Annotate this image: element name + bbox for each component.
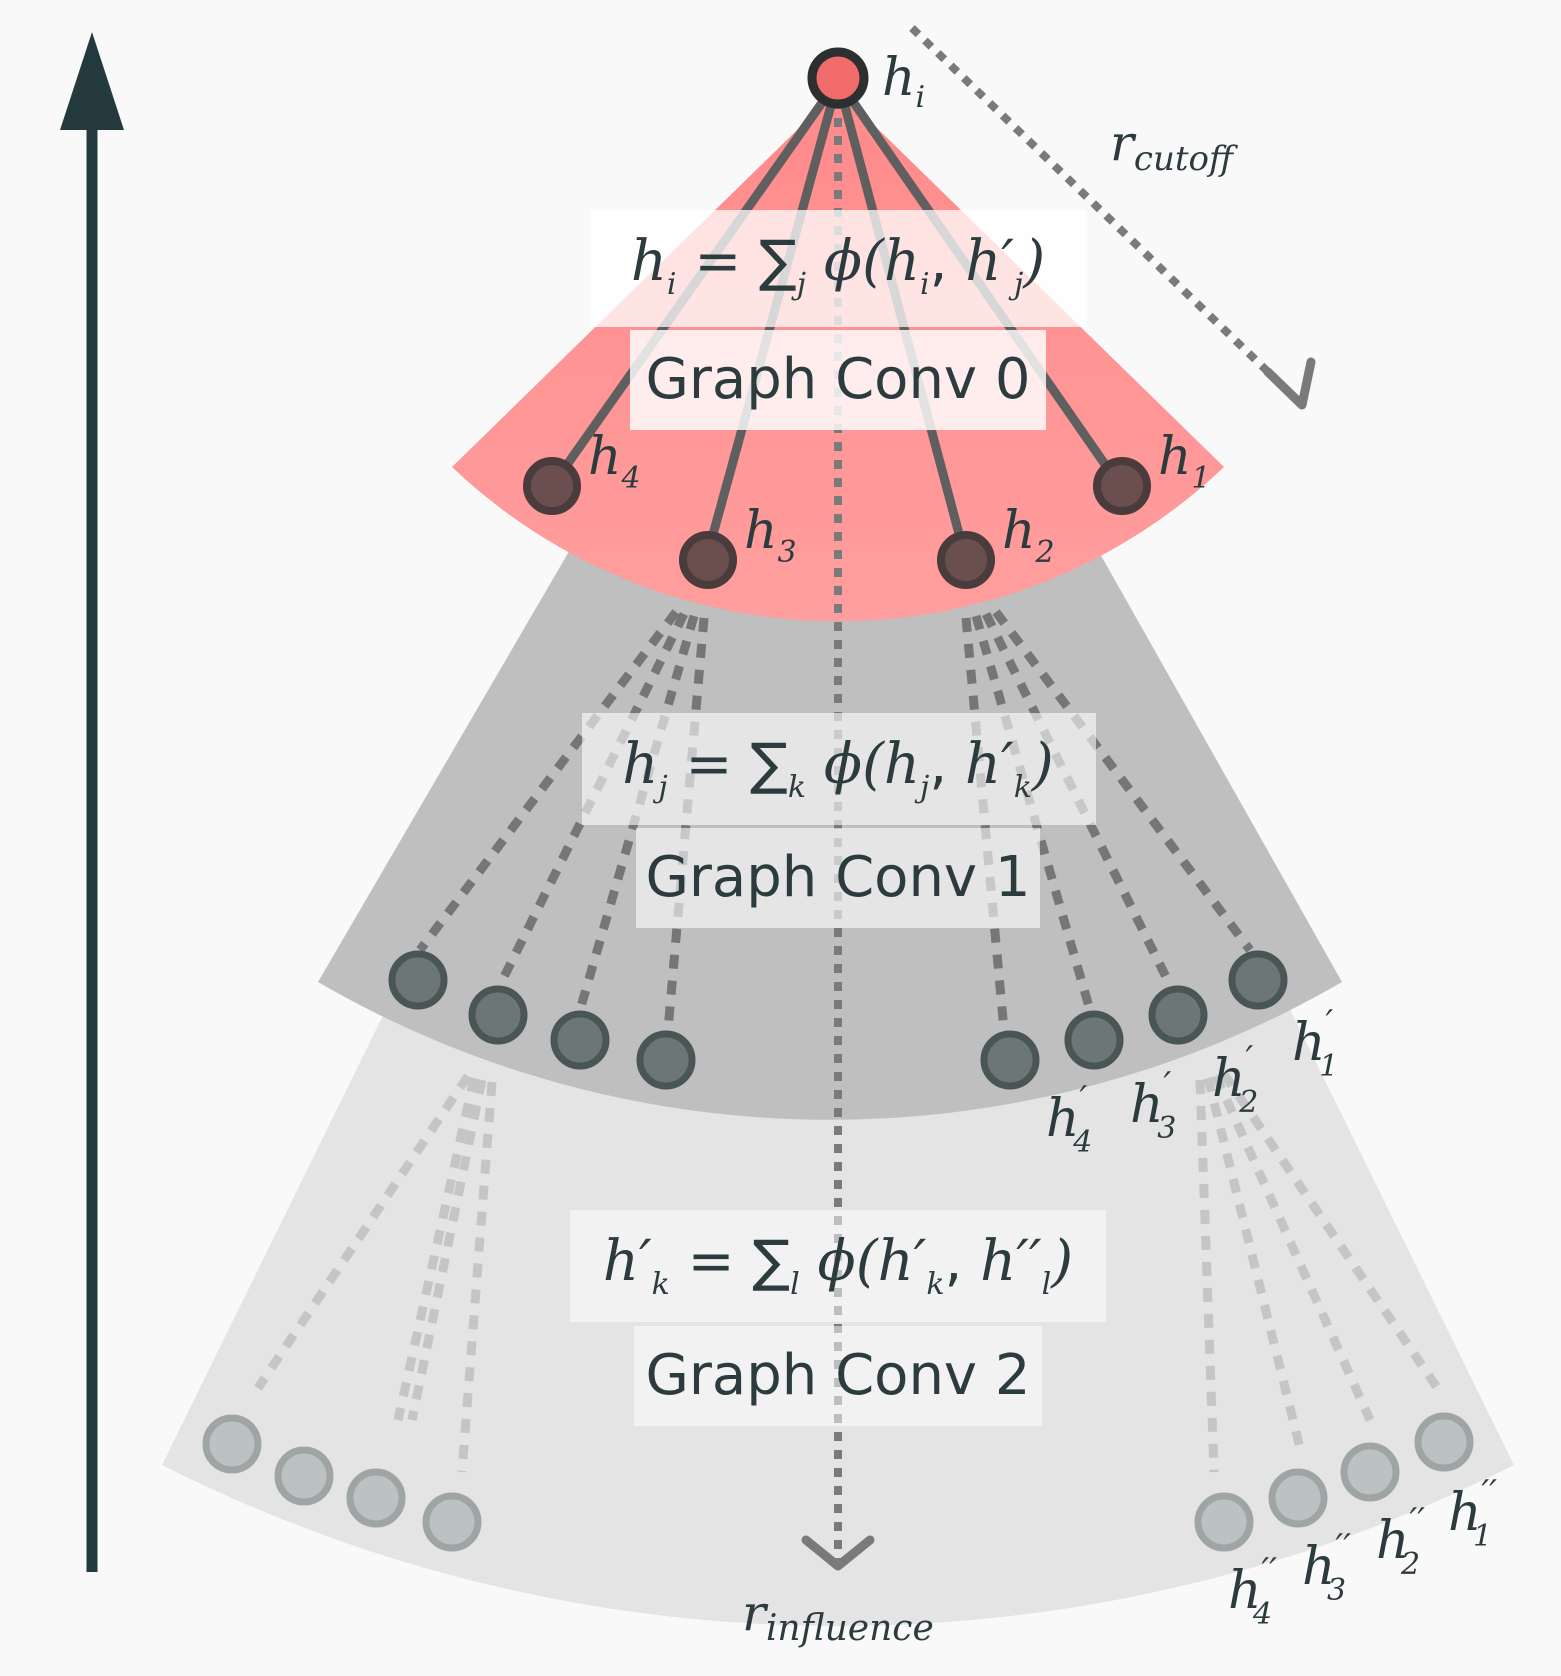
- node-h1: [1093, 457, 1151, 515]
- node-h2p-label: h′2: [1212, 1039, 1258, 1120]
- node-h3pp-label: h′′3: [1302, 1527, 1351, 1608]
- layer0-title: Graph Conv 0: [646, 347, 1031, 412]
- layer1-nodes: [388, 950, 1288, 1090]
- vertical-axis-arrow: [60, 32, 124, 1572]
- layer2-formula: h′k = ∑l ϕ(h′k, h′′l): [603, 1229, 1073, 1302]
- node-h4-label: h4: [588, 427, 641, 496]
- layer1-edges-left: [416, 609, 709, 1031]
- node-h2-label: h2: [1002, 501, 1055, 570]
- layer0-formula-box: [590, 210, 1087, 327]
- layer2-title-box: [634, 1326, 1042, 1426]
- layer1-title: Graph Conv 1: [646, 845, 1031, 910]
- cutoff-label: rcutoff: [1110, 114, 1238, 179]
- layer2-edges-left: [254, 1073, 497, 1473]
- node-h4: [523, 457, 581, 515]
- layer1-formula-box: [582, 713, 1096, 825]
- node-h4pp-label: h′′4: [1228, 1551, 1277, 1632]
- node-h1pp-label: h′′1: [1448, 1473, 1497, 1554]
- layer1-formula: hj = ∑k ϕ(hj, h′k): [622, 732, 1054, 805]
- node-h2: [937, 531, 995, 589]
- layer0-title-box: [630, 330, 1046, 430]
- node-h1-label: h1: [1158, 427, 1211, 496]
- node-h3-label: h3: [744, 501, 797, 570]
- center-node: [807, 47, 869, 109]
- node-h3: [679, 531, 737, 589]
- influence-radius-arrow: [801, 100, 875, 1571]
- layer1-edges-right: [961, 609, 1254, 1031]
- layer2-nodes: [202, 1412, 1474, 1552]
- influence-label: rinfluence: [742, 1584, 934, 1649]
- node-h3p-label: h′3: [1130, 1065, 1176, 1146]
- layer2-formula-box: [570, 1210, 1106, 1322]
- layer2-edges-right: [1195, 1071, 1444, 1473]
- layer2-title: Graph Conv 2: [646, 1343, 1031, 1408]
- node-h4p-label: h′4: [1046, 1079, 1092, 1160]
- center-node-label: hi: [882, 48, 925, 115]
- cutoff-radius-arrow: [909, 25, 1316, 410]
- layer1-title-box: [636, 828, 1040, 928]
- layer0-nodes: [523, 457, 1151, 589]
- node-h2pp-label: h′′2: [1376, 1501, 1425, 1582]
- layer0-formula: hi = ∑j ϕ(hi, h′j): [631, 229, 1045, 302]
- node-h1p-label: h′1: [1292, 1003, 1338, 1084]
